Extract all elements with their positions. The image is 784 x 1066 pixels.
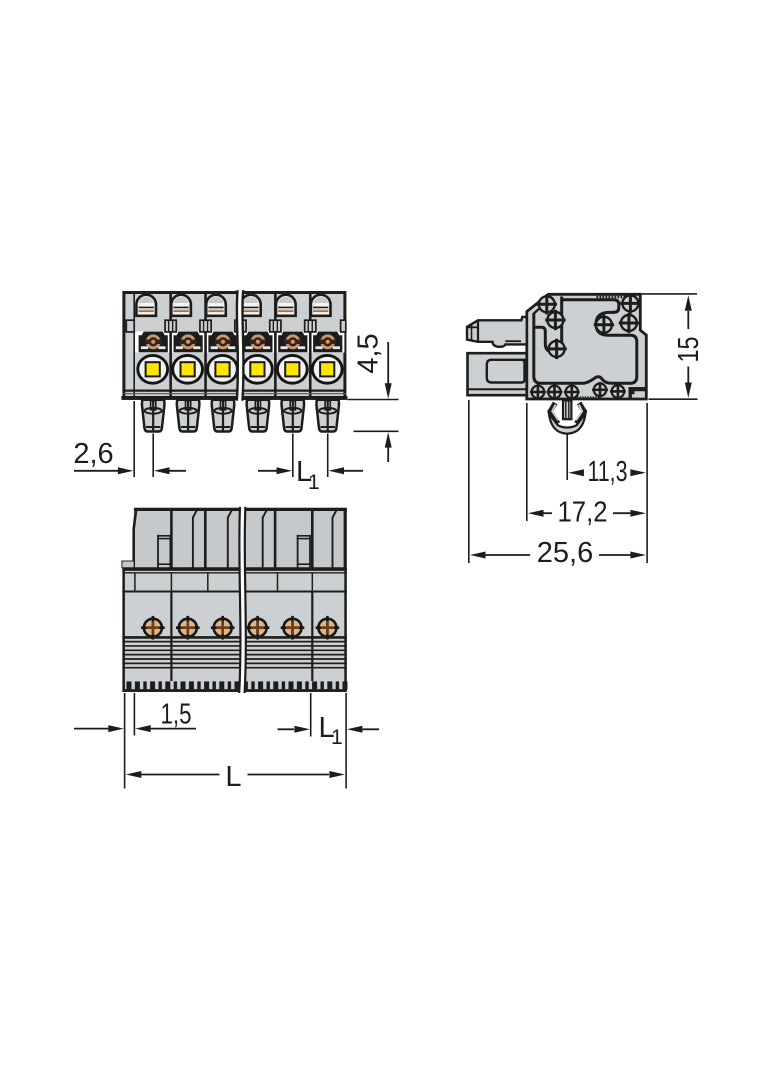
svg-text:25,6: 25,6 <box>537 537 593 569</box>
svg-text:4,5: 4,5 <box>353 333 385 373</box>
svg-text:1: 1 <box>331 726 343 749</box>
svg-text:L: L <box>319 712 335 744</box>
svg-text:1,5: 1,5 <box>161 699 192 731</box>
svg-text:11,3: 11,3 <box>588 456 628 488</box>
svg-text:15: 15 <box>673 337 705 363</box>
svg-text:L: L <box>225 761 241 793</box>
svg-text:2,6: 2,6 <box>73 438 113 470</box>
svg-text:L: L <box>296 456 312 488</box>
svg-text:17,2: 17,2 <box>558 497 608 529</box>
svg-text:1: 1 <box>308 471 320 494</box>
